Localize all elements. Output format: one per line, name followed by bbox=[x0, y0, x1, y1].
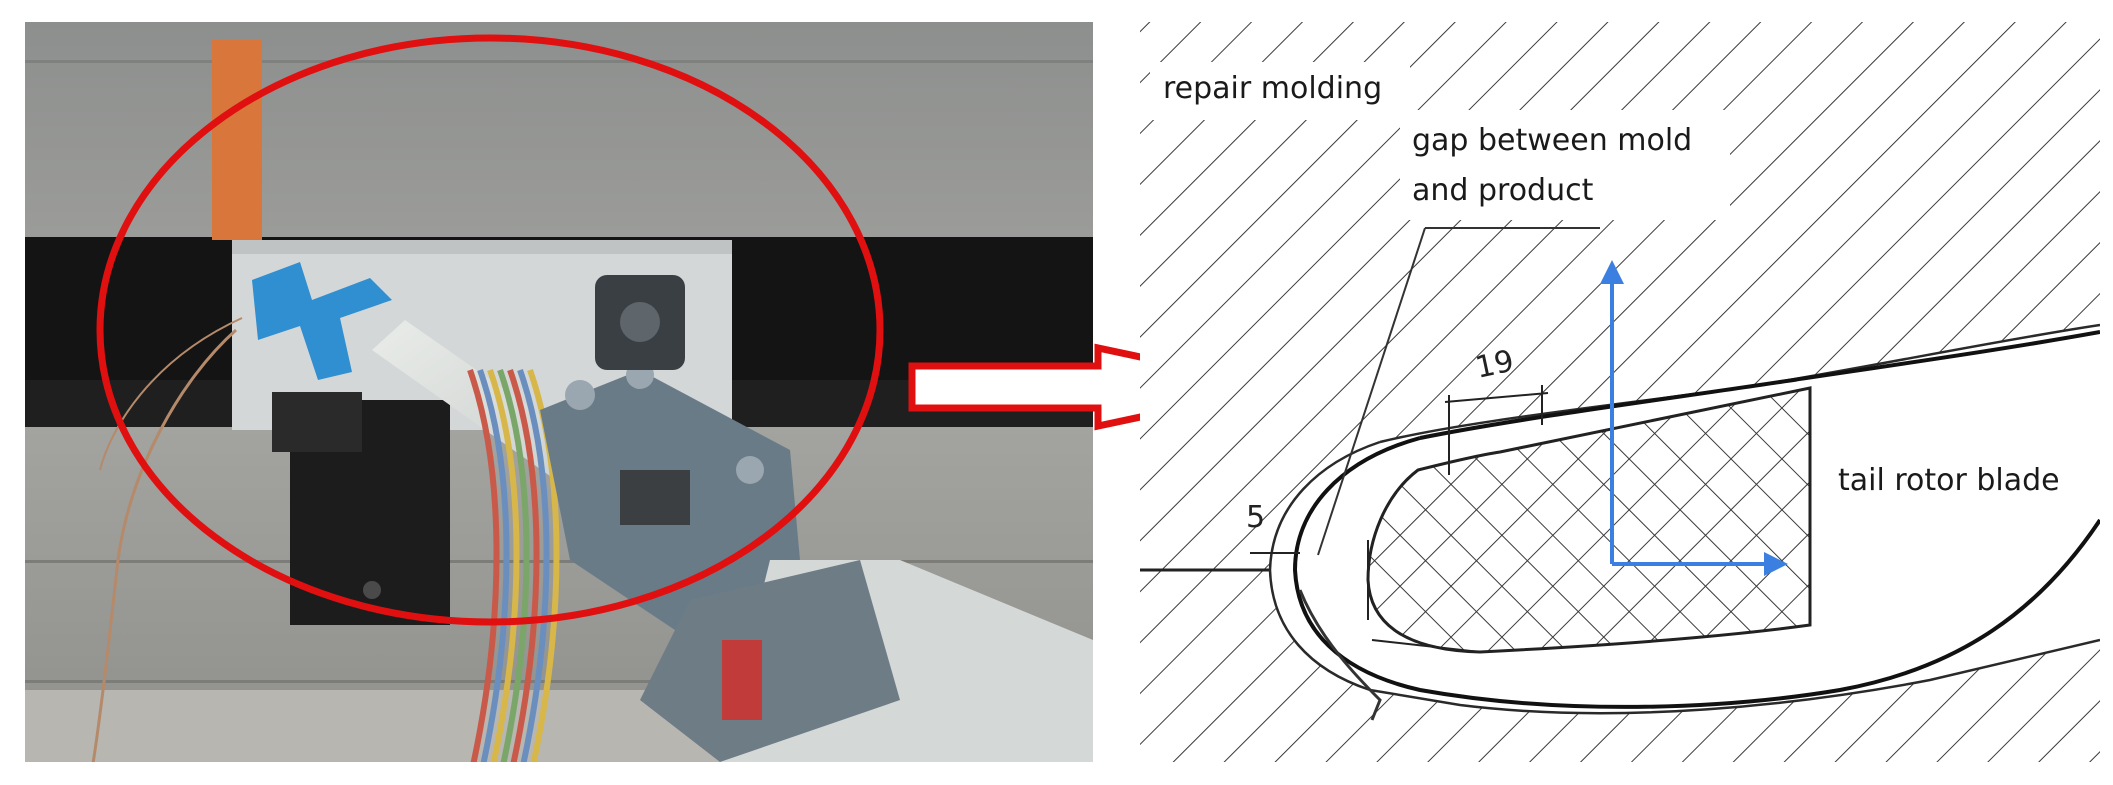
gap-label-line2: and product bbox=[1412, 173, 1594, 208]
dimension-19: 19 bbox=[1472, 344, 1517, 386]
dimension-5: 5 bbox=[1246, 500, 1265, 535]
coordinate-axes bbox=[1600, 260, 1788, 576]
dimension-19-line bbox=[1444, 392, 1549, 403]
ribbon-cable bbox=[467, 369, 560, 762]
grey-fixture bbox=[540, 275, 800, 640]
tail-rotor-blade-label: tail rotor blade bbox=[1838, 463, 2060, 498]
orange-tape bbox=[212, 40, 262, 240]
repair-molding-label: repair molding bbox=[1163, 71, 1382, 106]
sensor-wire bbox=[91, 328, 237, 762]
blade-core bbox=[1366, 386, 1812, 654]
highlight-ellipse bbox=[96, 34, 884, 626]
upper-wall bbox=[25, 22, 1093, 237]
test-rig-photo bbox=[25, 22, 1093, 762]
blue-tape bbox=[252, 262, 392, 380]
mold-contour bbox=[1268, 440, 2100, 715]
gap-label-line1: gap between mold bbox=[1412, 123, 1692, 158]
section-drawing: 19 5 repair molding gap between mold and… bbox=[1140, 22, 2100, 762]
